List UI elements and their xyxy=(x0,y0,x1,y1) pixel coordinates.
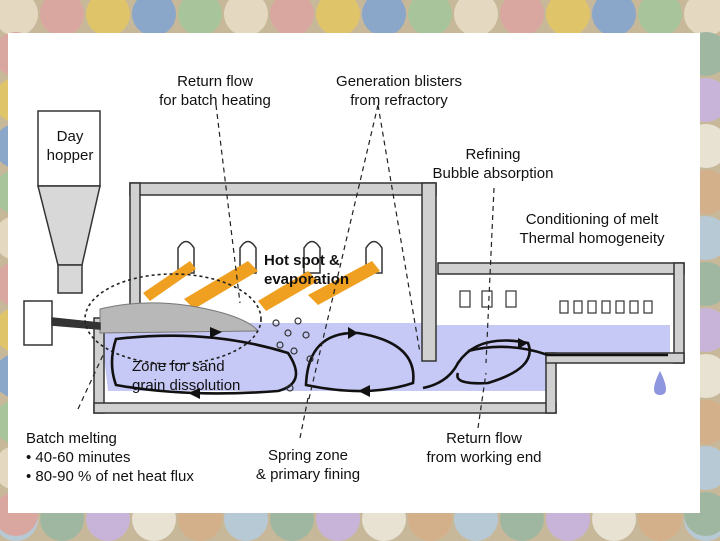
bead-decoration xyxy=(500,0,544,36)
day-hopper xyxy=(23,110,101,346)
bead-decoration xyxy=(86,0,130,36)
bead-decoration xyxy=(132,0,176,36)
label-spring-zone: Spring zone& primary fining xyxy=(255,447,361,483)
furnace-diagram xyxy=(23,104,685,439)
batch-melting-title: Batch melting xyxy=(26,430,117,447)
bead-decoration xyxy=(0,0,38,36)
label-batch-melting: Batch melting 40-60 minutes 80-90 % of n… xyxy=(26,429,226,486)
label-hot-spot: Hot spot &evaporation xyxy=(264,252,350,288)
batch-melting-item: 80-90 % of net heat flux xyxy=(26,467,226,486)
batch-melting-list: 40-60 minutes 80-90 % of net heat flux xyxy=(26,448,226,486)
bead-decoration xyxy=(454,0,498,36)
bead-decoration xyxy=(638,0,682,36)
flow-arrowheads xyxy=(188,327,528,399)
bead-decoration xyxy=(546,0,590,36)
bead-decoration xyxy=(684,0,720,36)
glass-drip xyxy=(654,371,666,395)
bead-decoration xyxy=(362,0,406,36)
bead-decoration xyxy=(316,0,360,36)
bead-decoration xyxy=(270,0,314,36)
glass-melt xyxy=(100,323,670,391)
flames xyxy=(143,261,380,311)
batch-melting-item: 40-60 minutes xyxy=(26,448,226,467)
bead-decoration xyxy=(592,0,636,36)
bubbles xyxy=(272,317,314,392)
bead-decoration xyxy=(178,0,222,36)
leader-lines xyxy=(77,104,495,439)
bead-decoration xyxy=(40,0,84,36)
batch-zone-outline xyxy=(84,273,262,365)
working-end-boxes xyxy=(459,290,653,314)
bead-decoration xyxy=(224,0,268,36)
bead-decoration xyxy=(408,0,452,36)
batch-blanket xyxy=(99,302,260,334)
